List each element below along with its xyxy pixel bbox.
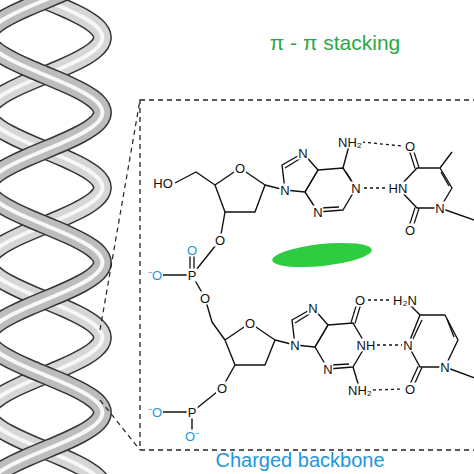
bond — [192, 275, 225, 340]
atom-label: HN — [388, 182, 409, 195]
dna-helix — [0, 0, 102, 474]
zoom-leader — [100, 400, 140, 450]
atom-label: O — [214, 234, 226, 247]
atom-label: N — [350, 182, 361, 195]
ring-double-bond — [441, 172, 449, 186]
atom-label: O — [186, 244, 198, 257]
atom-label: ⁻O — [147, 406, 163, 419]
atom-label: N — [289, 339, 300, 352]
atom-label: O — [404, 224, 416, 237]
helix-strand-outline — [0, 0, 102, 474]
zoom-leader — [100, 100, 140, 330]
hydrogen-bond — [368, 299, 392, 300]
atom-label: N — [402, 339, 413, 352]
helix-strand — [0, 0, 102, 474]
helix-highlight — [0, 0, 102, 474]
ring-double-bond — [447, 319, 454, 337]
bond — [408, 315, 458, 367]
atom-label: NH₂ — [347, 384, 373, 397]
helix-highlight — [0, 0, 102, 474]
atom-label: ⁻O — [147, 269, 163, 282]
atom-label: N — [322, 363, 333, 376]
hydrogen-bond — [364, 187, 388, 188]
atom-label: N — [297, 147, 308, 160]
annotation-title: π - π stacking — [269, 32, 402, 53]
helix-strand — [0, 0, 102, 474]
atom-label: O — [234, 162, 246, 175]
atom-label: NH — [356, 339, 377, 352]
annotation-caption: Charged backbone — [214, 450, 385, 470]
atom-label: HO — [152, 177, 174, 190]
atom-label: P — [187, 269, 198, 282]
atom-label: N — [279, 184, 290, 197]
atom-label: H₂N — [392, 294, 418, 307]
atom-label: O — [244, 317, 256, 330]
hydrogen-bond — [373, 389, 403, 390]
bond — [440, 152, 452, 168]
atom-label: O — [404, 383, 416, 396]
atom-label: O — [404, 140, 416, 153]
atom-label: N — [439, 361, 450, 374]
hydrogen-bond — [377, 344, 402, 345]
bond — [192, 365, 235, 412]
zoom-box — [140, 100, 474, 450]
molecule-bonds — [155, 142, 474, 436]
atom-label: N — [434, 202, 445, 215]
helix-strand-outline — [0, 0, 102, 474]
atom-label: O⁻ — [184, 430, 200, 443]
atom-label: O — [216, 382, 228, 395]
ring-double-bond — [295, 313, 311, 323]
atom-label: O — [354, 294, 366, 307]
atom-label: P — [187, 406, 198, 419]
atom-label: N — [312, 206, 323, 219]
atom-label: N — [307, 302, 318, 315]
atom-label: O — [199, 292, 211, 305]
bond — [215, 168, 265, 212]
bond — [175, 172, 215, 185]
ring-double-bond — [285, 158, 301, 168]
hydrogen-bond — [362, 142, 402, 146]
stacking-ellipse — [271, 239, 373, 271]
atom-label: NH₂ — [337, 136, 363, 149]
